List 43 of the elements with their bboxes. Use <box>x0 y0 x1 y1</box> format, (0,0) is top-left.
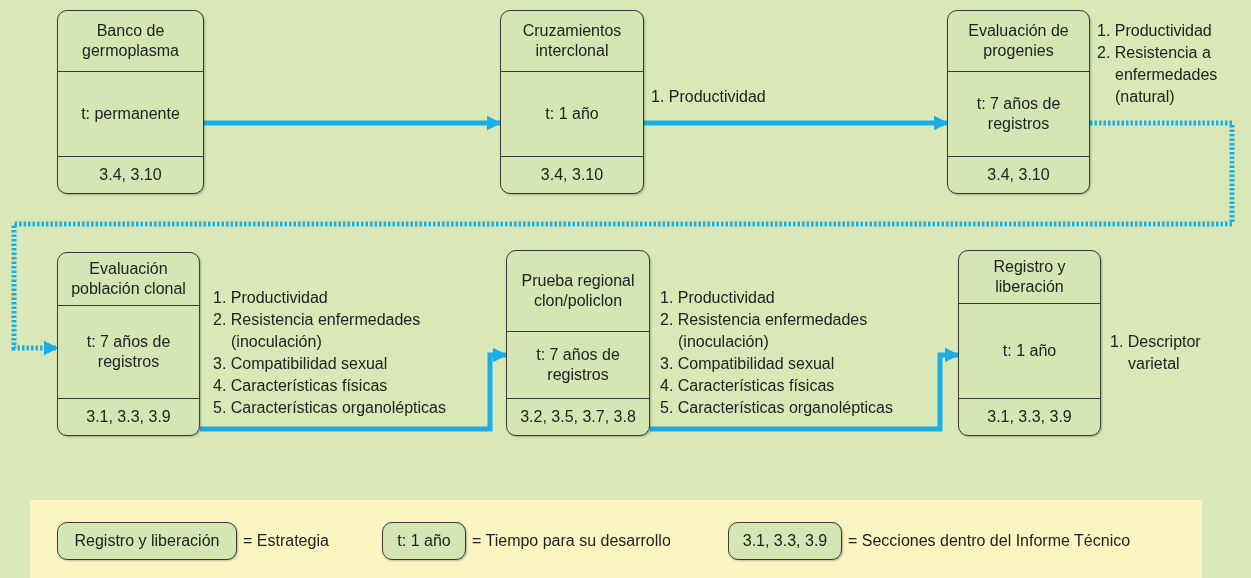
legend-sample-text: Registro y liberación <box>73 531 221 551</box>
legend-text: = Secciones dentro del Informe Técnico <box>848 531 1132 551</box>
dotted-arrow <box>11 120 1235 356</box>
duration-text: t: 7 años de registros <box>58 305 199 398</box>
list-item: 2. Resistencia enfermedades (inoculación) <box>660 310 869 352</box>
legend-text: = Estrategia <box>243 531 330 551</box>
list-item: 5. Características organolépticas <box>660 398 894 418</box>
list-item: 1. Productividad <box>651 87 767 107</box>
list-item: 2. Resistencia enfermedades (inoculación) <box>213 310 422 352</box>
arrow <box>200 347 508 432</box>
list-item: 2. Resistencia a enfermedades (natural) <box>1097 43 1219 107</box>
duration-text: t: 7 años de registros <box>948 71 1089 156</box>
duration-text: t: 1 año <box>959 303 1100 398</box>
section-numbers: 3.2, 3.5, 3.7, 3.8 <box>507 398 649 435</box>
arrow <box>644 115 949 131</box>
arrow <box>650 347 960 432</box>
duration-text: t: 7 años de registros <box>507 331 649 398</box>
box-heading: Cruzamientos interclonal <box>521 21 623 61</box>
legend-sample-text: 3.1, 3.3, 3.9 <box>741 531 829 551</box>
list-item: 5. Características organolépticas <box>213 398 447 418</box>
section-numbers: 3.4, 3.10 <box>948 156 1089 193</box>
section-numbers: 3.1, 3.3, 3.9 <box>58 398 199 435</box>
duration-text: t: permanente <box>58 71 203 156</box>
box-heading: Banco de germoplasma <box>81 21 180 61</box>
box-heading: Evaluación de progenies <box>967 21 1070 61</box>
legend-sample-text: t: 1 año <box>396 531 452 551</box>
section-numbers: 3.1, 3.3, 3.9 <box>959 398 1100 435</box>
duration-text: t: 1 año <box>501 71 643 156</box>
box-heading: Prueba regional clon/policlon <box>520 271 636 311</box>
list-item: 1. Descriptor varietal <box>1110 332 1202 374</box>
box-heading: Evaluación población clonal <box>70 259 187 299</box>
list-item: 1. Productividad <box>213 288 329 308</box>
list-item: 4. Características físicas <box>213 376 389 396</box>
list-item: 1. Productividad <box>660 288 776 308</box>
list-item: 3. Compatibilidad sexual <box>660 354 836 374</box>
section-numbers: 3.4, 3.10 <box>58 156 203 193</box>
legend-text: = Tiempo para su desarrollo <box>472 531 672 551</box>
list-item: 3. Compatibilidad sexual <box>213 354 389 374</box>
list-item: 1. Productividad <box>1097 21 1213 41</box>
arrow <box>204 115 502 131</box>
box-heading: Registro y liberación <box>992 257 1067 297</box>
section-numbers: 3.4, 3.10 <box>501 156 643 193</box>
list-item: 4. Características físicas <box>660 376 836 396</box>
